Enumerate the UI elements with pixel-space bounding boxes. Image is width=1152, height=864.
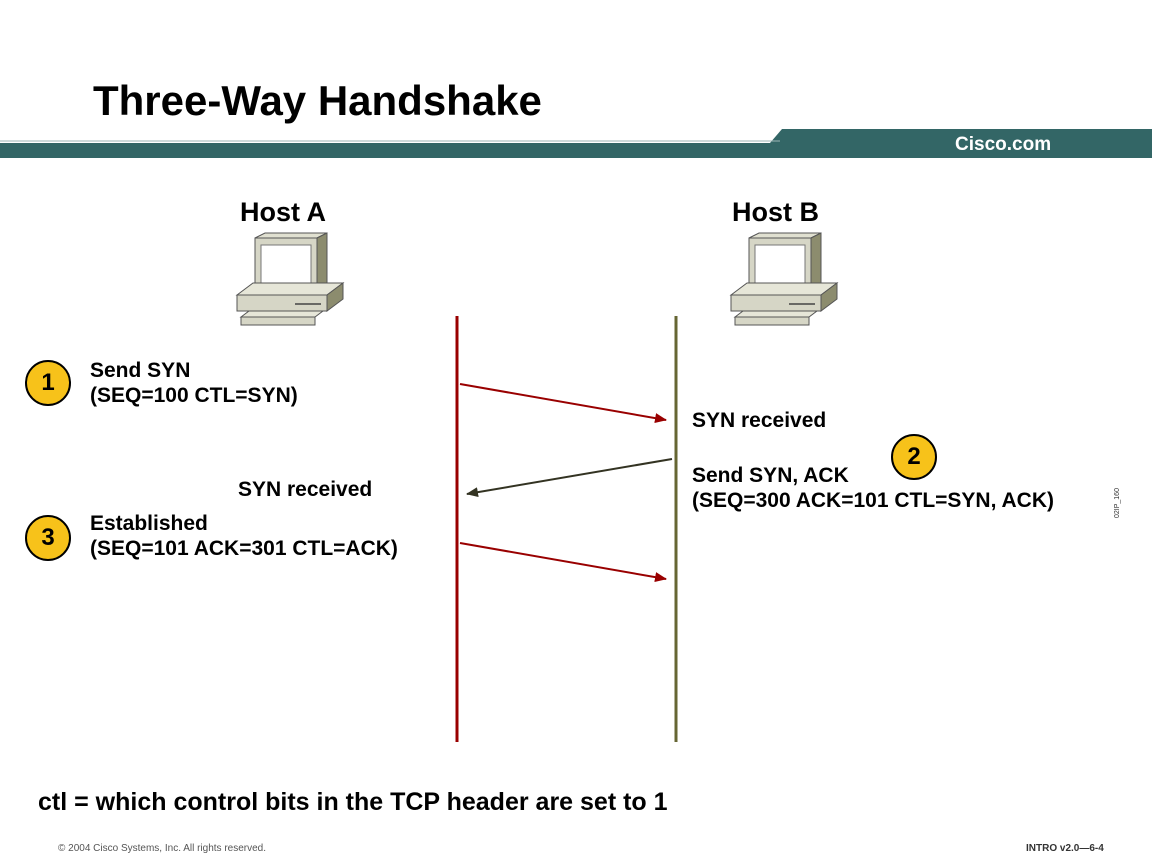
brand-label: Cisco.com bbox=[955, 134, 1052, 155]
copyright: © 2004 Cisco Systems, Inc. All rights re… bbox=[58, 843, 267, 854]
host-b-syn-received: SYN received bbox=[692, 409, 827, 432]
ack-arrow bbox=[459, 542, 667, 583]
step-3-badge: 3 bbox=[25, 515, 71, 561]
step-2-title: Send SYN, ACK bbox=[692, 464, 849, 487]
syn-ack-arrow bbox=[466, 458, 673, 498]
step-3-title: Established bbox=[90, 512, 208, 535]
computer-icon bbox=[729, 232, 839, 326]
syn-arrow bbox=[459, 383, 667, 424]
course-reference: INTRO v2.0—6-4 bbox=[1026, 843, 1104, 854]
host-b-label: Host B bbox=[732, 197, 819, 227]
figure-reference: 02IP_160 bbox=[1114, 488, 1121, 518]
step-1-params: (SEQ=100 CTL=SYN) bbox=[90, 384, 298, 407]
step-1-title: Send SYN bbox=[90, 359, 191, 382]
step-2-badge: 2 bbox=[891, 434, 937, 480]
host-a-syn-received: SYN received bbox=[238, 478, 373, 501]
step-3-params: (SEQ=101 ACK=301 CTL=ACK) bbox=[90, 537, 398, 560]
header-banner bbox=[0, 129, 1152, 158]
step-2-params: (SEQ=300 ACK=101 CTL=SYN, ACK) bbox=[692, 489, 1054, 512]
slide-title: Three-Way Handshake bbox=[93, 77, 542, 124]
computer-icon bbox=[235, 232, 345, 326]
host-a-label: Host A bbox=[240, 197, 326, 227]
footnote: ctl = which control bits in the TCP head… bbox=[38, 788, 668, 816]
step-1-badge: 1 bbox=[25, 360, 71, 406]
